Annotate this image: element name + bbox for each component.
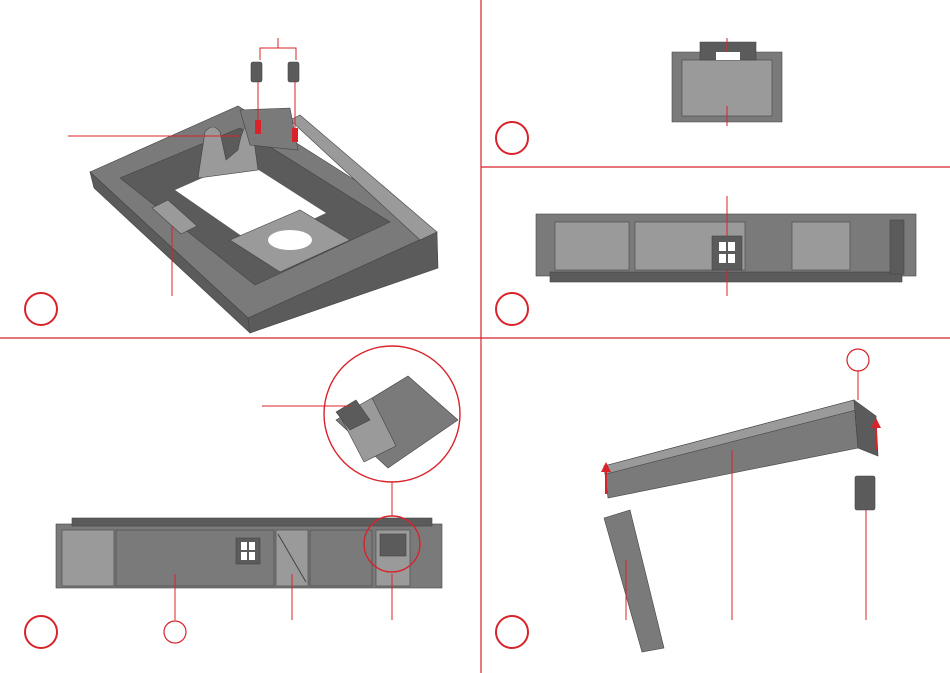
window-pane-tr [728, 242, 735, 251]
step-1-marker [25, 293, 57, 325]
window-pane-tl [241, 542, 247, 550]
window-pane-br [249, 552, 255, 560]
window-pane-bl [241, 552, 247, 560]
leader-small-parts-bracket [260, 48, 296, 60]
brick-insert-right [292, 128, 298, 142]
step-1-panel [25, 38, 438, 333]
front-wall-left-section [62, 530, 114, 586]
small-part-right [288, 62, 299, 82]
reference-circle-small [164, 621, 186, 643]
window-pane-br [728, 254, 735, 263]
window-pane-bl [719, 254, 726, 263]
step-3-panel [496, 196, 916, 325]
small-loose-part [855, 476, 875, 510]
rear-wall-panel-3 [792, 222, 850, 270]
rear-wall-window [712, 236, 742, 270]
rear-wall-bottom-rail [550, 272, 902, 282]
step-5-panel [496, 349, 881, 652]
lower-wall-part [604, 510, 664, 652]
small-part-left [251, 62, 262, 82]
step-3-marker [496, 293, 528, 325]
window-pane-tr [249, 542, 255, 550]
front-wall-window [236, 538, 260, 564]
round-hole [268, 230, 312, 250]
front-wall-right-section [310, 530, 372, 586]
small-door [376, 530, 410, 586]
brick-insert-left [255, 120, 261, 134]
rear-wall-end-post [890, 220, 904, 274]
end-wall-window [716, 52, 740, 60]
small-door-opening [380, 534, 406, 556]
window-frame [712, 236, 742, 270]
window-pane-tl [719, 242, 726, 251]
window-frame [236, 538, 260, 564]
step-4-panel [25, 346, 460, 648]
reference-circle-top [847, 349, 869, 371]
rear-wall-panel-1 [555, 222, 629, 270]
step-2-marker [496, 122, 528, 154]
step-4-marker [25, 616, 57, 648]
step-5-marker [496, 616, 528, 648]
step-2-panel [496, 38, 782, 154]
